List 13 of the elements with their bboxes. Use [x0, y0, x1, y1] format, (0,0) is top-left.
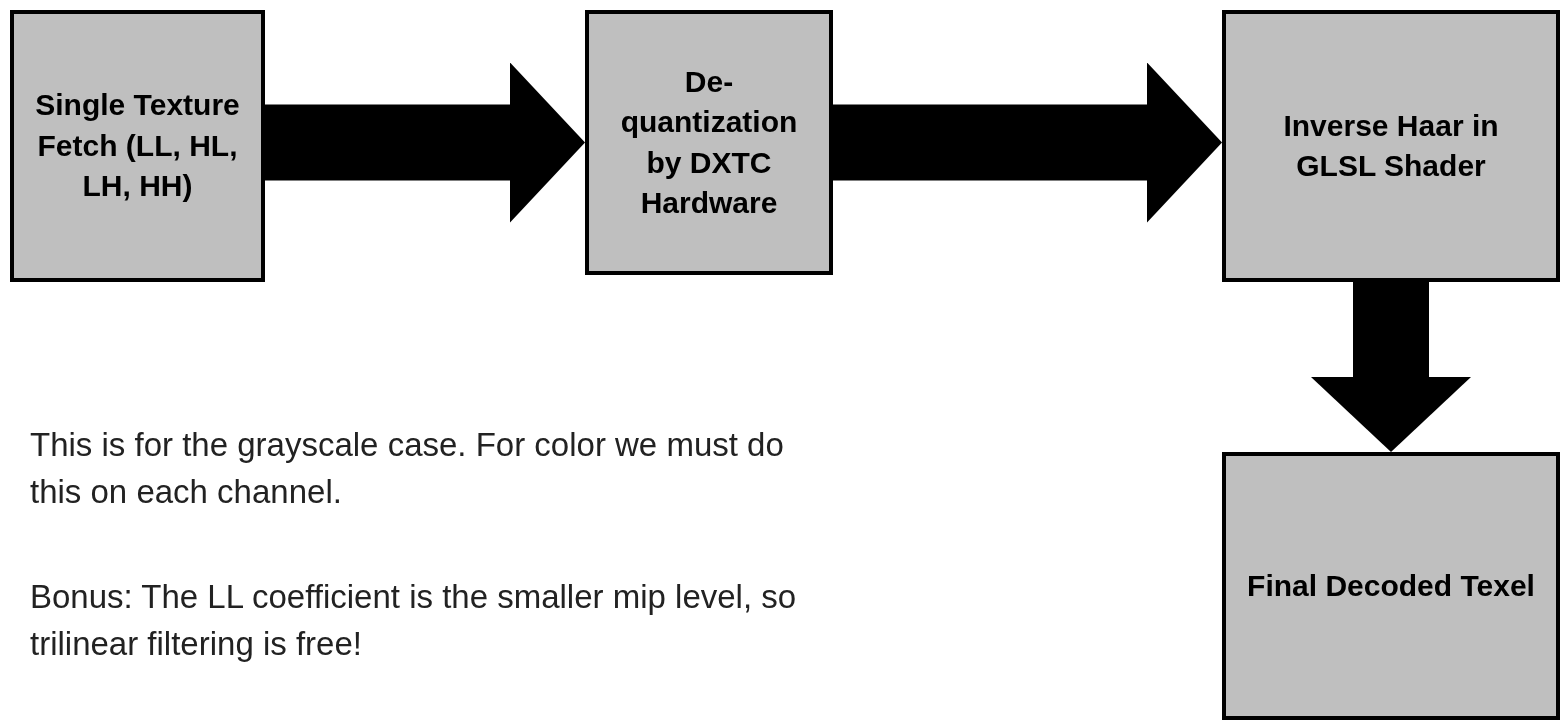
- note-text: This is for the grayscale case. For color we must do this on each channel.: [30, 425, 785, 512]
- box-label: Final Decoded Texel: [1246, 567, 1536, 604]
- note-text: Bonus: The LL coefficient is the smaller mip level, so trilinear filtering is free!: [30, 577, 798, 664]
- block-arrow: [1311, 282, 1471, 452]
- process-box: [10, 10, 265, 282]
- process-box: [585, 10, 833, 275]
- process-box: [1222, 10, 1560, 282]
- box-label: Inverse Haar in GLSL Shader: [1282, 107, 1500, 184]
- block-arrow: [833, 62, 1222, 223]
- block-arrow: [265, 62, 585, 223]
- box-label: Single Texture Fetch (LL, HL, LH, HH): [34, 87, 241, 205]
- box-label: De-quantization by DXTC Hardware: [619, 63, 799, 221]
- process-box: [1222, 452, 1560, 720]
